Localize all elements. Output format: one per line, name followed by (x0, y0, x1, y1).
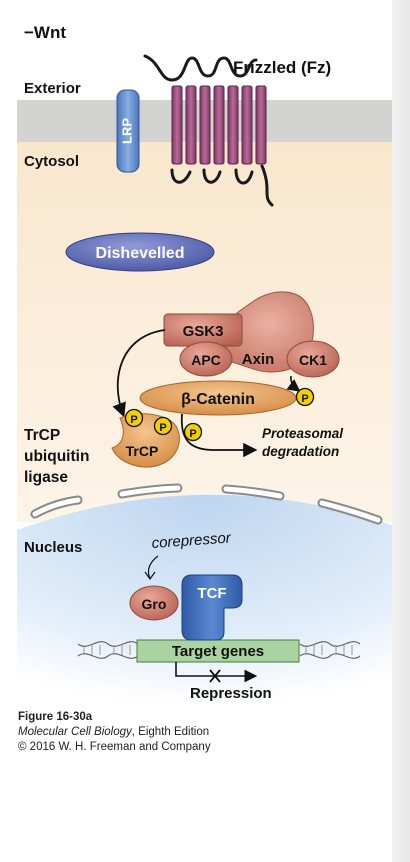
beta-catenin-label: β-Catenin (181, 391, 255, 408)
cytosol-label: Cytosol (24, 153, 79, 170)
exterior-label: Exterior (24, 80, 81, 97)
page-right-edge (392, 0, 410, 862)
tcf-protein (181, 574, 243, 641)
book-title: Molecular Cell Biology (18, 726, 132, 738)
phosphate-right (295, 387, 315, 407)
gro-protein (129, 585, 179, 621)
figure-caption: Figure 16-30a Molecular Cell Biology, Ei… (18, 710, 388, 755)
lrp-label: LRP (119, 118, 134, 144)
apc-label: APC (191, 352, 221, 368)
axin-label: Axin (242, 351, 275, 368)
trcp-ligase-label-line1: TrCP (24, 427, 60, 444)
repression-label: Repression (190, 685, 272, 702)
trcp-ligase-label-line2: ubiquitin (24, 448, 89, 465)
pathway-diagram: LRP −Wnt Frizzled (Fz) Exterior Cytosol … (17, 23, 392, 705)
target-genes-label: Target genes (172, 643, 264, 660)
phosphate-2-label: P (159, 422, 166, 434)
gsk3-label: GSK3 (183, 323, 224, 340)
ck1-phosphorylation-arrow (286, 375, 301, 392)
degradation-arrow (180, 413, 258, 458)
dishevelled-protein (65, 232, 215, 272)
repression-block-x (209, 669, 221, 683)
apc-protein (179, 341, 233, 377)
frizzled-receptor (143, 54, 274, 207)
dishevelled-label: Dishevelled (96, 245, 185, 262)
trcp-ligase-label-line3: ligase (24, 469, 68, 486)
repression-arrow (175, 662, 258, 683)
figure-number: Figure 16-30a (18, 711, 93, 723)
wnt-absent-label: −Wnt (24, 23, 66, 42)
corepressor-note-arrow (147, 555, 159, 579)
book-source: Molecular Cell Biology, Eighth Edition (18, 725, 388, 740)
ck1-label: CK1 (299, 352, 327, 368)
nucleus-label: Nucleus (24, 539, 82, 556)
dna-helix (77, 641, 361, 659)
trcp-complex-label: TrCP (126, 443, 159, 459)
frizzled-label: Frizzled (Fz) (233, 58, 331, 77)
phosphate-3 (183, 422, 203, 442)
gsk3-phosphorylation-arrow (112, 329, 166, 418)
phosphate-right-label: P (301, 393, 308, 405)
phosphate-1-label: P (130, 414, 137, 426)
gro-label: Gro (142, 596, 167, 612)
ck1-protein (286, 340, 340, 378)
phosphate-3-label: P (189, 428, 196, 440)
corepressor-handwritten-note: corepressor (151, 529, 232, 552)
proteasomal-label: Proteasomal (262, 426, 343, 441)
degradation-label: degradation (262, 444, 339, 459)
phosphate-2 (153, 416, 173, 436)
tcf-label: TCF (197, 585, 226, 602)
lrp-receptor (116, 89, 140, 173)
book-edition: , Eighth Edition (131, 726, 210, 738)
phosphate-1 (124, 408, 144, 428)
copyright-line: © 2016 W. H. Freeman and Company (18, 741, 211, 753)
